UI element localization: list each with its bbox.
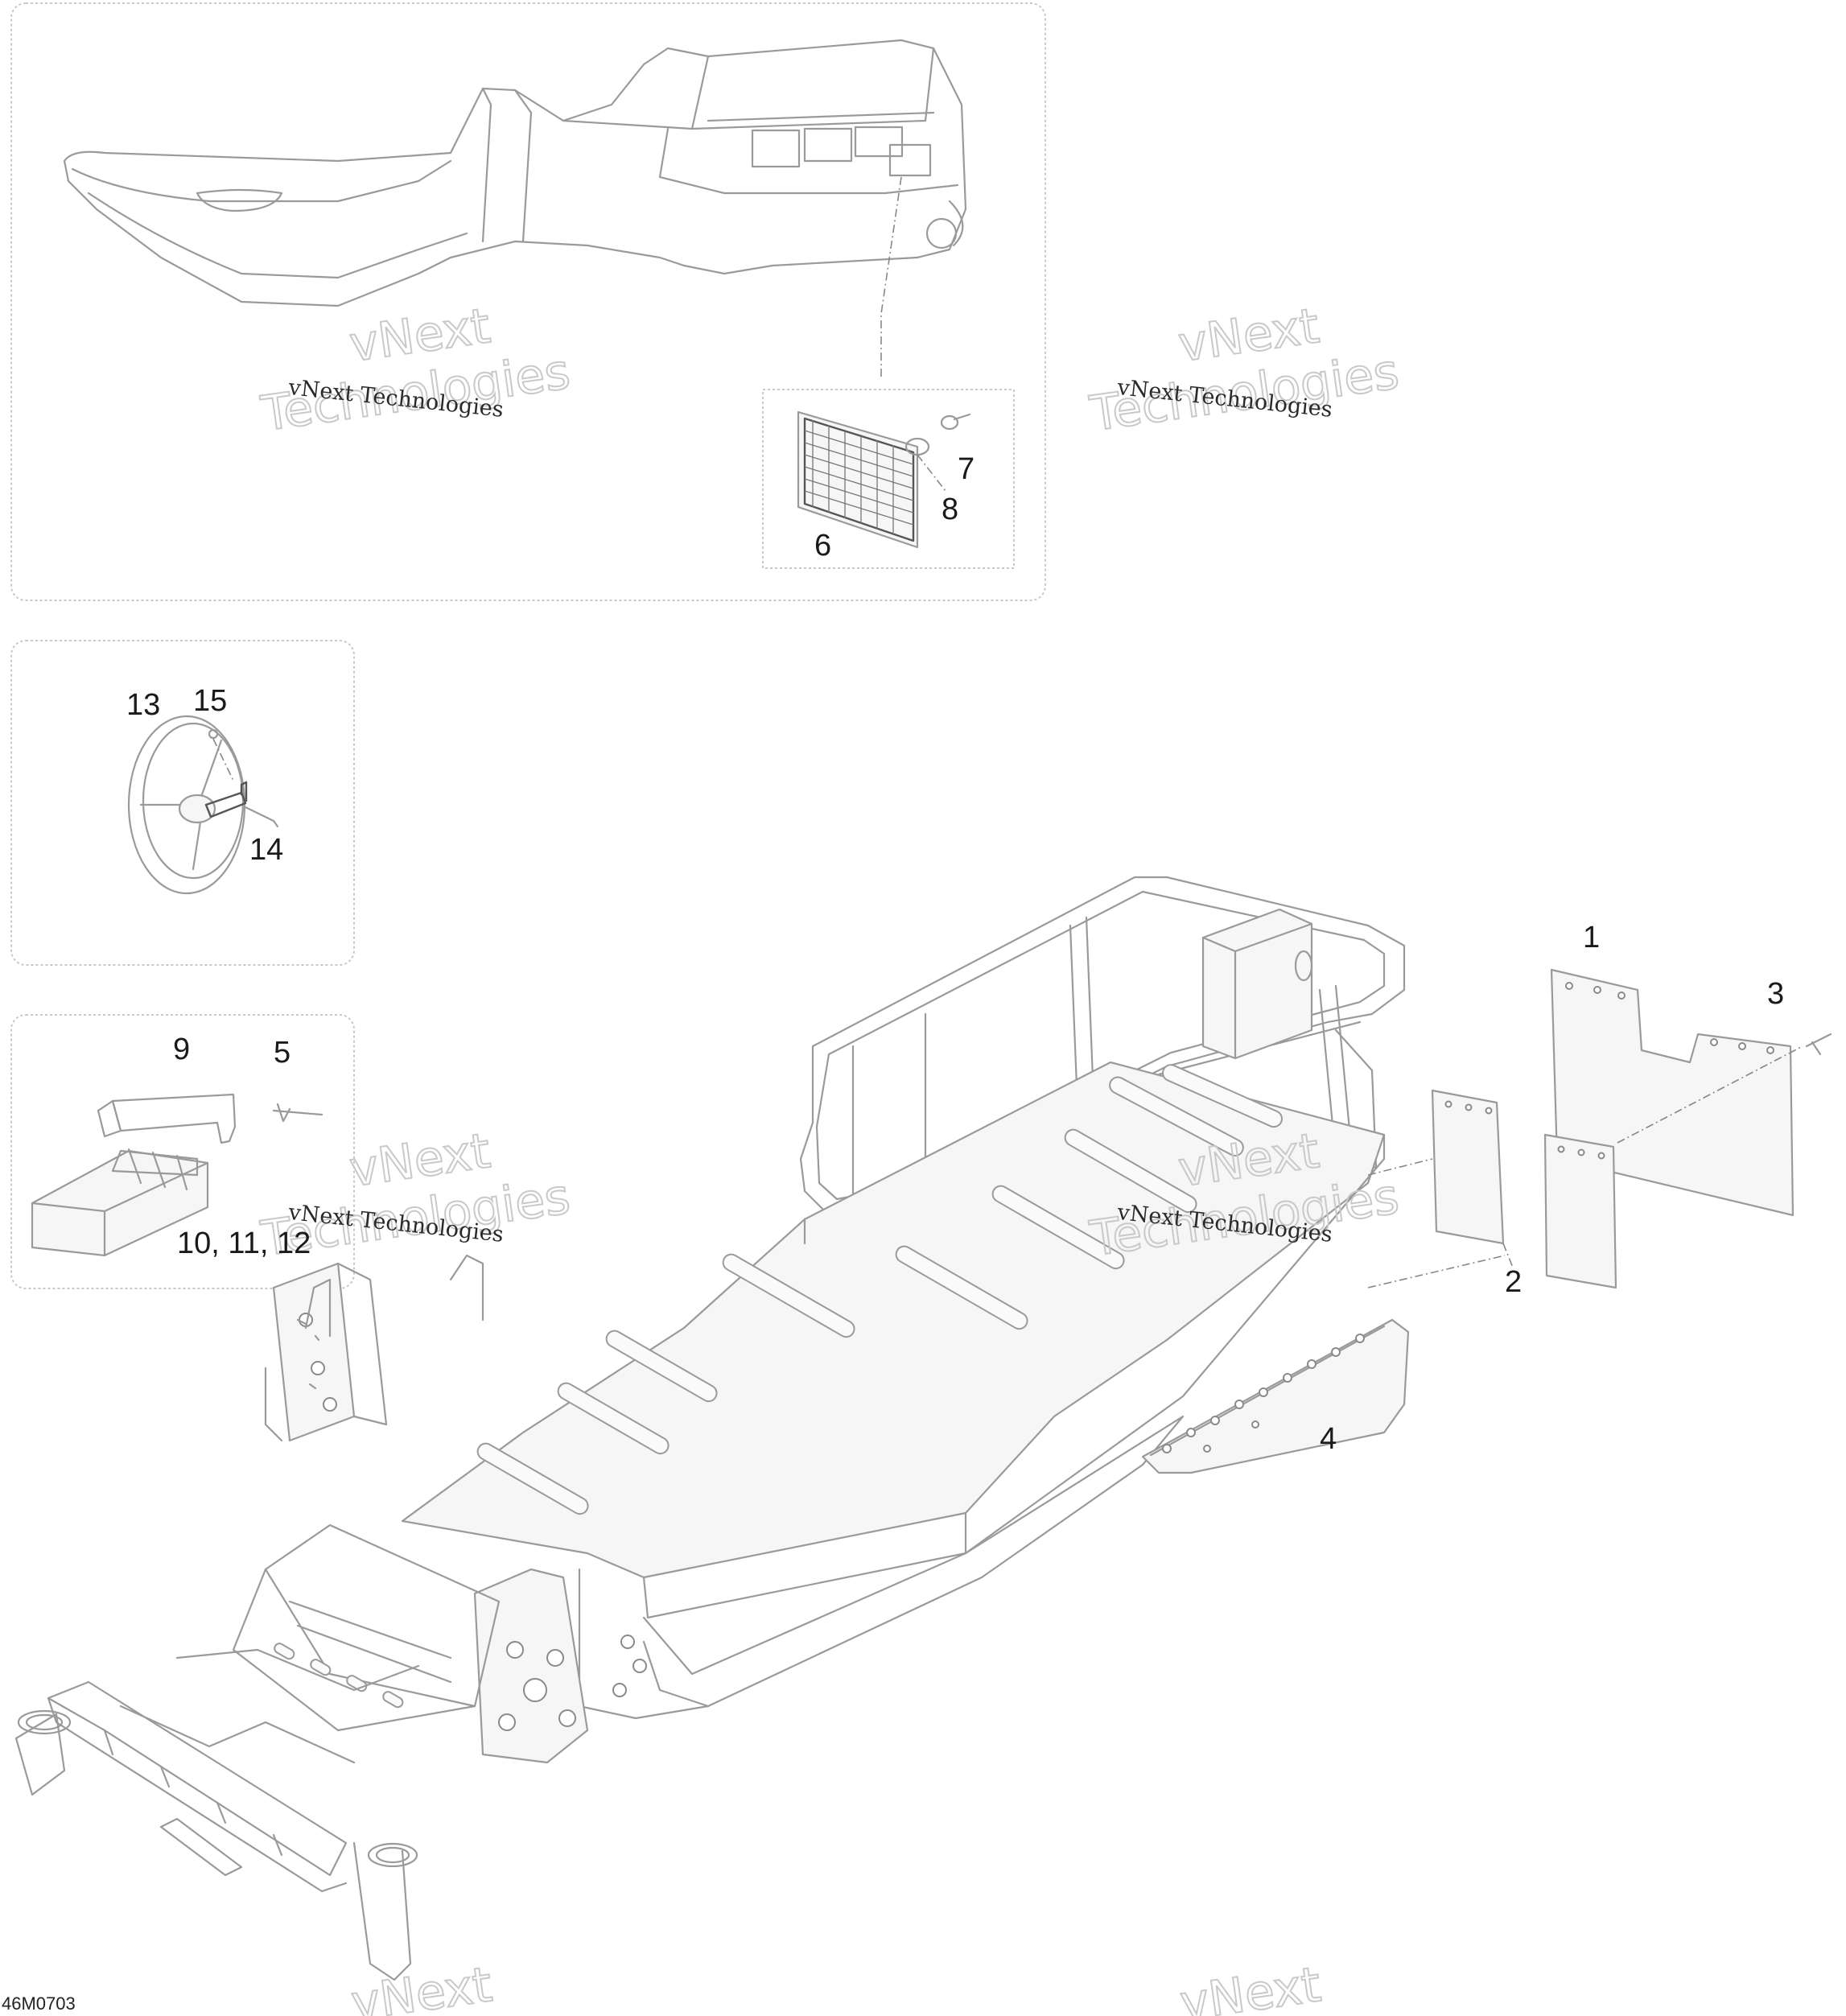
chassis-drawing bbox=[14, 876, 1406, 1981]
callout-6: 6 bbox=[814, 529, 831, 563]
callout-14: 14 bbox=[249, 833, 283, 867]
seat-drawing bbox=[63, 39, 967, 307]
reflector-drawing bbox=[797, 410, 971, 549]
svg-text:vNext: vNext bbox=[348, 1956, 495, 2016]
callout-7: 7 bbox=[958, 452, 975, 486]
callout-4: 4 bbox=[1320, 1422, 1337, 1456]
svg-text:vNext: vNext bbox=[1176, 1956, 1324, 2016]
watermark-top-right: vNext Technologies vNext Technologies bbox=[1086, 297, 1403, 443]
leader-seat-to-reflector bbox=[880, 176, 902, 378]
callout-13: 13 bbox=[126, 688, 160, 722]
callout-1: 1 bbox=[1583, 921, 1600, 954]
callout-15: 15 bbox=[193, 684, 227, 718]
document-id: 46M0703 bbox=[2, 1993, 76, 2014]
watermark-bottom-left: vNext bbox=[347, 1956, 496, 2016]
callout-2: 2 bbox=[1505, 1265, 1522, 1299]
callout-8: 8 bbox=[942, 493, 958, 526]
handle-detail-frame bbox=[10, 640, 355, 966]
callout-3: 3 bbox=[1767, 977, 1784, 1011]
watermark-bottom-right: vNext bbox=[1176, 1956, 1325, 2016]
callout-10-11-12: 10, 11, 12 bbox=[177, 1227, 311, 1260]
side-guard-drawing bbox=[1141, 1318, 1410, 1474]
watermark-top-left: vNext Technologies vNext Technologies bbox=[257, 297, 574, 443]
seat-detail-frame bbox=[10, 2, 1046, 601]
bracket-drawing bbox=[31, 1093, 323, 1257]
bracket-detail-frame bbox=[10, 1014, 355, 1289]
callout-9: 9 bbox=[173, 1033, 190, 1066]
handle-drawing bbox=[127, 715, 279, 895]
callout-5: 5 bbox=[274, 1036, 290, 1070]
reflector-inset-frame bbox=[762, 389, 1015, 569]
snow-flap-drawing bbox=[1367, 968, 1832, 1289]
